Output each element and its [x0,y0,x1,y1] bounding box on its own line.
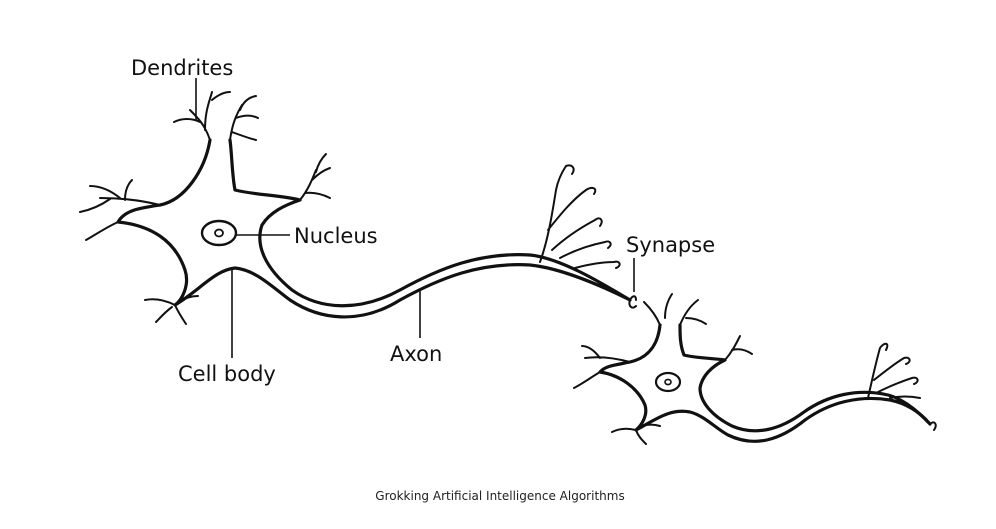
neuron-2-nucleolus [664,378,672,386]
neuron-2-axon-terminals [867,342,937,431]
neuron-1-dendrite-top [173,91,259,141]
cell-body-label: Cell body [178,362,276,386]
neuron-2-cell-body [598,323,932,443]
synapse-label: Synapse [626,233,715,257]
neuron-1-dendrite-left [79,179,161,241]
neuron-1-dendrite-bottom [144,295,199,325]
nucleus-label: Nucleus [294,224,378,248]
figure-caption: Grokking Artificial Intelligence Algorit… [375,489,624,503]
neuron-1-cell-body [116,138,632,319]
neuron-2-nucleus [654,371,682,393]
neuron-1 [79,91,637,325]
neuron-2 [573,293,937,445]
neuron-2-dendrites [573,293,753,445]
dendrites-label: Dendrites [131,56,233,80]
neuron-1-nucleus [200,219,238,247]
neuron-1-axon-terminals [539,164,637,309]
axon-label: Axon [390,342,442,366]
neuron-1-nucleolus [214,228,224,238]
neuron-1-dendrite-right [299,153,331,201]
